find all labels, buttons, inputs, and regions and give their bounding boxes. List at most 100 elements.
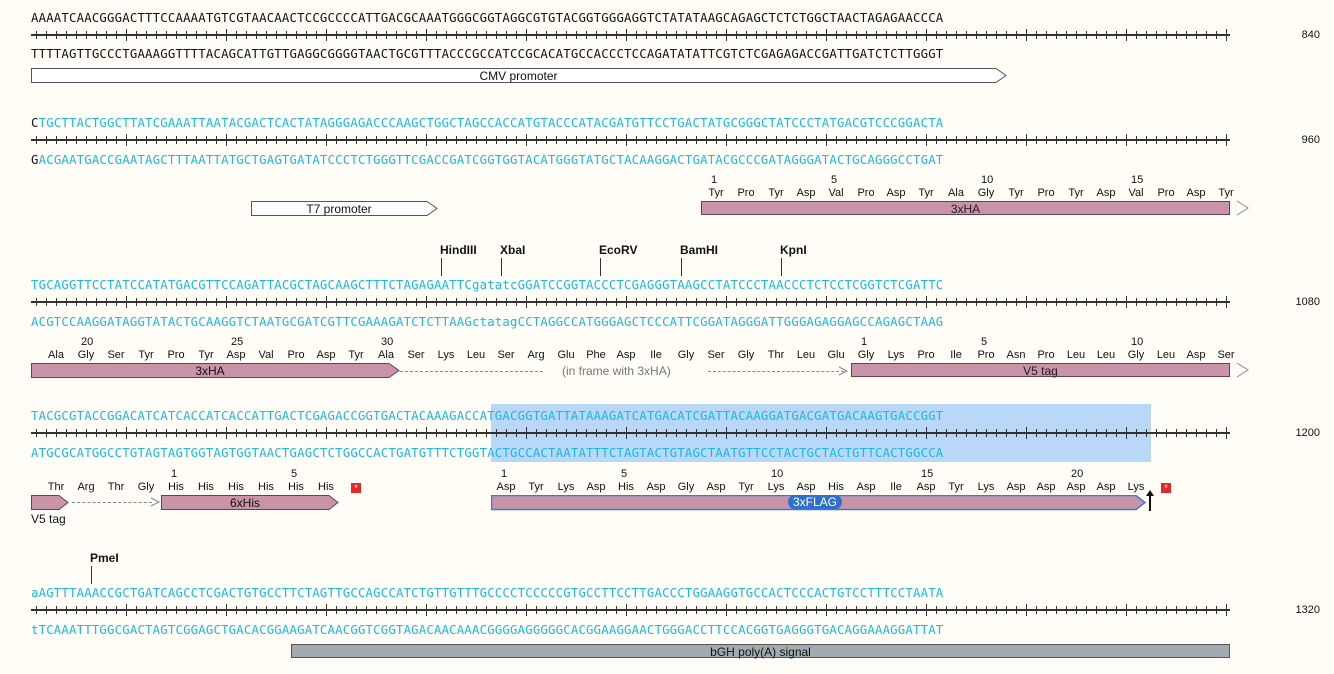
3xha-feature[interactable]: 3xHA xyxy=(701,201,1230,216)
amino-acid: Lys xyxy=(437,349,455,361)
ruler-tick xyxy=(136,298,137,306)
ruler-tick xyxy=(776,606,777,614)
restriction-site-kpni[interactable]: KpnI xyxy=(780,243,807,257)
ruler-tick xyxy=(606,136,607,144)
ruler-tick xyxy=(226,604,227,616)
ruler-tick xyxy=(246,606,247,614)
ruler-tick xyxy=(76,136,77,144)
restriction-site-pmei[interactable]: PmeI xyxy=(90,551,119,565)
restriction-site-xbai[interactable]: XbaI xyxy=(500,243,526,257)
ruler-tick xyxy=(676,31,677,39)
ruler-tick xyxy=(1026,604,1027,616)
frame-dash-arrow-row4 xyxy=(150,497,161,507)
ruler-tick xyxy=(776,136,777,144)
ruler-tick xyxy=(1036,136,1037,144)
ruler-tick xyxy=(756,606,757,614)
ruler-tick xyxy=(236,298,237,306)
3xha-feature-end[interactable] xyxy=(31,363,403,379)
ruler-tick xyxy=(1076,298,1077,306)
ruler-tick xyxy=(376,31,377,39)
ruler-tick xyxy=(416,31,417,39)
ruler-tick xyxy=(936,136,937,144)
ruler-tick xyxy=(886,31,887,39)
ruler-tick xyxy=(1196,606,1197,614)
ruler-tick xyxy=(156,136,157,144)
ruler-tick xyxy=(786,606,787,614)
t7-promoter-feature[interactable] xyxy=(251,201,441,217)
stop-codon-marker-his: * xyxy=(351,483,361,493)
ruler-tick xyxy=(666,429,667,437)
ruler-tick xyxy=(1146,606,1147,614)
3xha-label-2: 3xHA xyxy=(195,364,225,378)
ruler-tick xyxy=(1166,136,1167,144)
restriction-site-bamhi[interactable]: BamHI xyxy=(680,243,719,257)
ruler-tick xyxy=(536,31,537,39)
ruler-tick xyxy=(526,134,527,146)
ruler-tick xyxy=(586,136,587,144)
ruler-tick xyxy=(1226,296,1227,308)
ruler-tick xyxy=(106,136,107,144)
ruler-tick xyxy=(856,31,857,39)
ruler-tick xyxy=(276,429,277,437)
aa-position-number: 15 xyxy=(1131,174,1144,186)
cmv-promoter-feature[interactable] xyxy=(31,68,1021,84)
ruler-tick xyxy=(676,429,677,437)
restriction-site-hindiii[interactable]: HindIII xyxy=(440,243,477,257)
aa-position-number: 20 xyxy=(1071,468,1084,480)
amino-acid: Tyr xyxy=(528,481,544,493)
row5-position: 1320 xyxy=(1295,604,1320,616)
ruler-tick xyxy=(166,606,167,614)
ruler-tick xyxy=(136,606,137,614)
restriction-site-ecorv[interactable]: EcoRV xyxy=(599,243,638,257)
ruler-tick xyxy=(636,136,637,144)
ruler-tick xyxy=(666,31,667,39)
ruler-tick xyxy=(996,429,997,437)
restriction-site-line xyxy=(781,258,782,276)
amino-acid: Lys xyxy=(887,349,905,361)
ruler-tick xyxy=(326,134,327,146)
ruler-tick xyxy=(536,136,537,144)
ruler-tick xyxy=(566,606,567,614)
ruler-tick xyxy=(836,136,837,144)
ruler-tick xyxy=(406,31,407,39)
amino-acid: Arg xyxy=(77,481,95,493)
ruler-tick xyxy=(1196,429,1197,437)
ruler-tick xyxy=(306,31,307,39)
ruler-tick xyxy=(346,136,347,144)
amino-acid: Tyr xyxy=(708,187,724,199)
v5-tag-end-feature[interactable] xyxy=(31,495,71,511)
ruler-tick xyxy=(706,606,707,614)
ruler-tick xyxy=(356,429,357,437)
ruler-tick xyxy=(1006,298,1007,306)
ruler-tick xyxy=(496,429,497,437)
ruler-tick xyxy=(286,31,287,39)
bgh-polya-feature[interactable]: bGH poly(A) signal xyxy=(291,644,1230,659)
ruler-tick xyxy=(1166,429,1167,437)
ruler-tick xyxy=(826,296,827,308)
v5-tag-feature[interactable]: V5 tag xyxy=(851,363,1230,378)
ruler-tick xyxy=(1036,606,1037,614)
ruler-tick xyxy=(96,298,97,306)
ruler-tick xyxy=(1046,606,1047,614)
amino-acid: Val xyxy=(828,187,844,199)
ruler-tick xyxy=(346,429,347,437)
ruler-tick xyxy=(1186,136,1187,144)
ruler-tick xyxy=(336,136,337,144)
ruler-tick xyxy=(596,298,597,306)
ruler-tick xyxy=(686,31,687,39)
frame-dash-left xyxy=(400,371,543,372)
ruler-tick xyxy=(1186,429,1187,437)
aa-position-number: 20 xyxy=(81,336,94,348)
6xhis-feature[interactable] xyxy=(161,495,341,511)
ruler-tick xyxy=(626,29,627,41)
ruler-tick xyxy=(136,429,137,437)
ruler-tick xyxy=(536,298,537,306)
ruler-tick xyxy=(1056,606,1057,614)
ruler-tick xyxy=(126,604,127,616)
amino-acid: Asp xyxy=(1006,481,1026,493)
ruler-tick xyxy=(286,298,287,306)
ruler-tick xyxy=(616,298,617,306)
ruler-tick xyxy=(846,31,847,39)
amino-acid: Asp xyxy=(646,481,666,493)
ruler-tick xyxy=(86,31,87,39)
